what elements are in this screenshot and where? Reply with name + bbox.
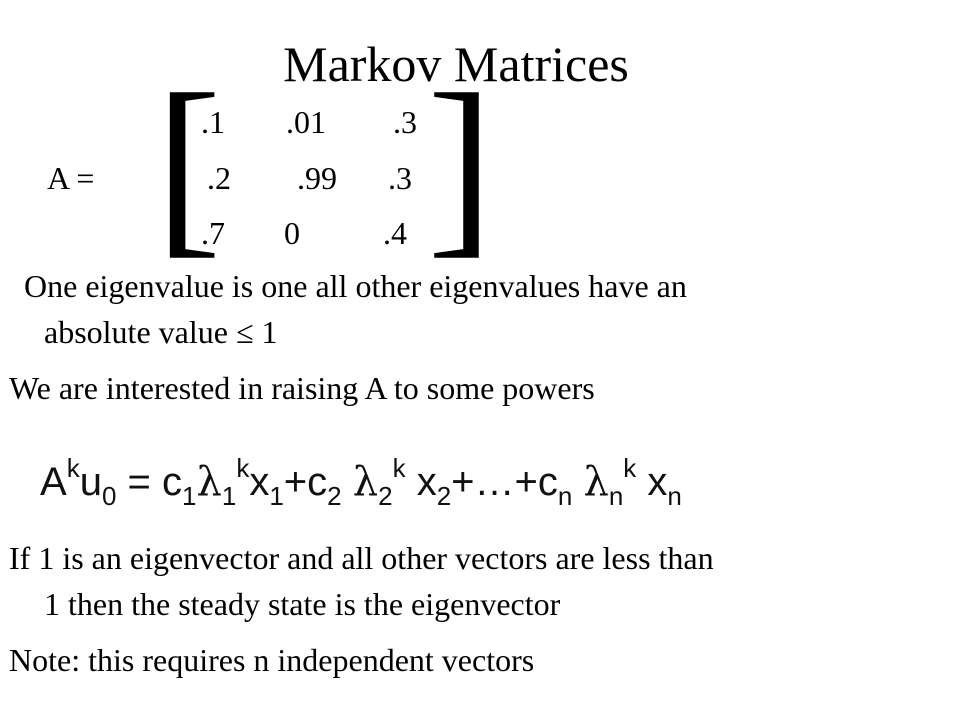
matrix-label: A = — [47, 160, 95, 196]
eq-symbol: 2 — [327, 481, 342, 511]
eq-symbol: + — [514, 460, 538, 504]
eq-symbol: x — [647, 460, 668, 504]
eq-symbol: = — [127, 460, 151, 504]
point-eigenvalue-line-1: One eigenvalue is one all other eigenval… — [24, 268, 687, 304]
matrix-cell: .99 — [297, 160, 337, 196]
matrix-cell: .01 — [286, 104, 326, 140]
eq-symbol: … — [474, 460, 515, 504]
point-eigenvalue-line-2: absolute value ≤ 1 — [44, 314, 278, 350]
eq-symbol: 2 — [436, 481, 452, 511]
eq-symbol: c — [162, 460, 183, 504]
eq-symbol: x — [249, 460, 270, 504]
eq-symbol: n — [667, 481, 682, 511]
eq-symbol: k — [392, 453, 406, 483]
matrix-cell: .3 — [388, 160, 412, 196]
point-powers: We are interested in raising A to some p… — [9, 370, 595, 406]
matrix-cell: .3 — [393, 104, 417, 140]
eigen-expansion-equation: Aku0 = c1λ1kx1+c2 λ2k x2+…+cn λnk xn — [40, 438, 682, 526]
eq-symbol: A — [40, 460, 67, 504]
eq-symbol: c — [537, 460, 558, 504]
eq-symbol: n — [557, 481, 573, 511]
slide-title: Markov Matrices — [283, 36, 629, 92]
eq-symbol: 1 — [182, 481, 197, 511]
eq-symbol: x — [416, 460, 437, 504]
matrix-left-bracket: [ — [155, 54, 222, 275]
eq-symbol: λ — [352, 459, 379, 505]
eq-symbol: u — [79, 460, 102, 504]
eq-symbol: n — [608, 481, 624, 511]
eq-symbol: λ — [196, 459, 222, 505]
matrix-cell: .1 — [201, 104, 225, 140]
eq-symbol: k — [66, 453, 80, 483]
matrix-cell: .2 — [207, 160, 231, 196]
matrix-cell: 0 — [284, 215, 300, 251]
point-steady-state-line-1: If 1 is an eigenvector and all other vec… — [9, 540, 714, 576]
matrix-cell: .4 — [383, 215, 407, 251]
eq-symbol: k — [236, 453, 250, 483]
eq-symbol: 1 — [221, 481, 237, 511]
eq-symbol: + — [451, 460, 475, 504]
eq-symbol: 2 — [378, 481, 393, 511]
eq-symbol: k — [623, 453, 637, 483]
eq-symbol: λ — [583, 459, 609, 505]
matrix-cell: .7 — [201, 215, 225, 251]
eq-symbol: c — [307, 460, 328, 504]
matrix-right-bracket: ] — [427, 54, 494, 275]
eq-symbol: 0 — [101, 481, 117, 511]
eq-symbol: 1 — [269, 481, 284, 511]
point-note: Note: this requires n independent vector… — [9, 642, 535, 678]
eq-symbol: + — [283, 460, 308, 504]
point-steady-state-line-2: 1 then the steady state is the eigenvect… — [44, 586, 561, 622]
